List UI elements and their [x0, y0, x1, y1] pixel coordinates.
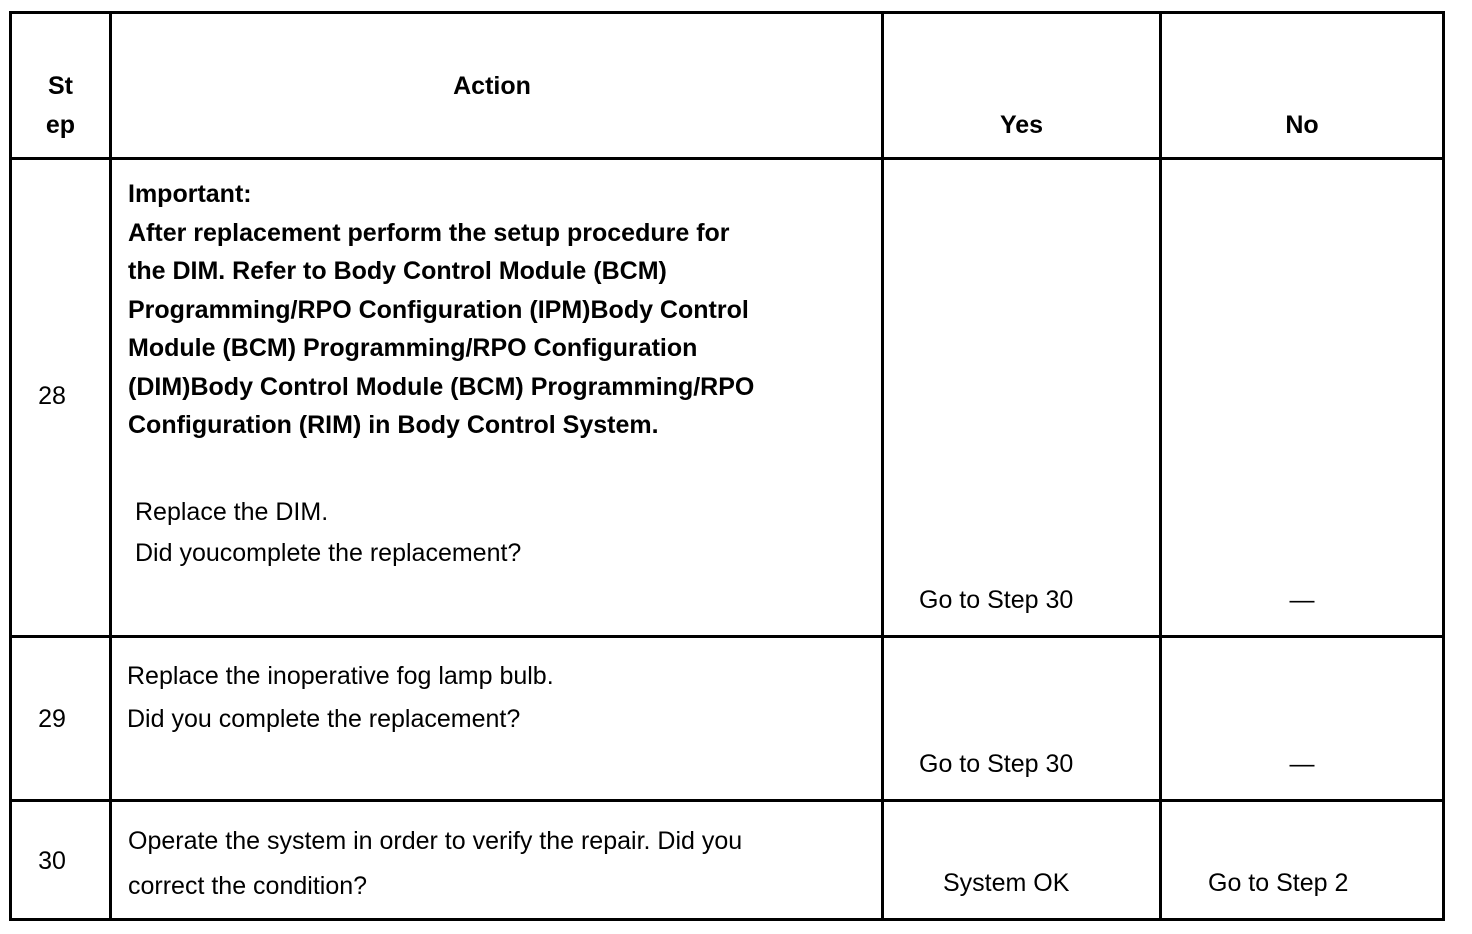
row-29-action: Replace the inoperative fog lamp bulb. D…	[127, 655, 554, 741]
action-line: Did youcomplete the replacement?	[135, 539, 522, 567]
table-border-right	[1442, 11, 1445, 921]
header-step: St ep	[12, 67, 109, 144]
row-29-yes: Go to Step 30	[919, 750, 1074, 778]
action-line: Did you complete the replacement?	[127, 705, 521, 733]
header-step-line2: ep	[45, 110, 76, 139]
header-yes: Yes	[999, 111, 1044, 139]
column-divider-action-yes	[881, 11, 884, 921]
table-border-bottom	[9, 918, 1445, 921]
row-divider-28-29	[9, 635, 1445, 638]
action-line: Operate the system in order to verify th…	[128, 827, 743, 855]
column-divider-yes-no	[1159, 11, 1162, 921]
row-28-important-note: Important: After replacement perform the…	[128, 175, 754, 445]
row-29-no: —	[1289, 750, 1315, 778]
diagnostic-table: St ep Action Yes No 28 Important: After …	[9, 11, 1445, 921]
important-line: (DIM)Body Control Module (BCM) Programmi…	[128, 372, 755, 401]
important-line: Programming/RPO Configuration (IPM)Body …	[128, 295, 749, 324]
row-28-no: —	[1289, 586, 1315, 614]
row-30-action: Operate the system in order to verify th…	[128, 819, 742, 909]
row-30-yes: System OK	[943, 869, 1070, 897]
important-line: After replacement perform the setup proc…	[128, 218, 730, 247]
table-border-top	[9, 11, 1445, 14]
important-line: Module (BCM) Programming/RPO Configurati…	[128, 334, 698, 362]
action-line: Replace the inoperative fog lamp bulb.	[127, 662, 554, 690]
important-line: the DIM. Refer to Body Control Module (B…	[128, 257, 667, 285]
action-line: Replace the DIM.	[135, 498, 329, 526]
row-30-step: 30	[38, 847, 66, 875]
row-divider-29-30	[9, 799, 1445, 802]
header-no: No	[1285, 111, 1319, 139]
row-28-action: Replace the DIM. Did youcomplete the rep…	[135, 492, 521, 574]
header-action: Action	[453, 72, 531, 100]
row-28-yes: Go to Step 30	[919, 586, 1074, 614]
header-divider	[9, 157, 1445, 160]
row-28-step: 28	[38, 382, 66, 410]
column-divider-step-action	[109, 11, 112, 921]
action-line: correct the condition?	[128, 872, 368, 900]
table-border-left	[9, 11, 12, 921]
row-30-no: Go to Step 2	[1208, 869, 1349, 897]
row-29-step: 29	[38, 705, 66, 733]
important-line: Important:	[128, 180, 252, 208]
header-step-line1: St	[48, 72, 73, 100]
important-line: Configuration (RIM) in Body Control Syst…	[128, 411, 659, 439]
